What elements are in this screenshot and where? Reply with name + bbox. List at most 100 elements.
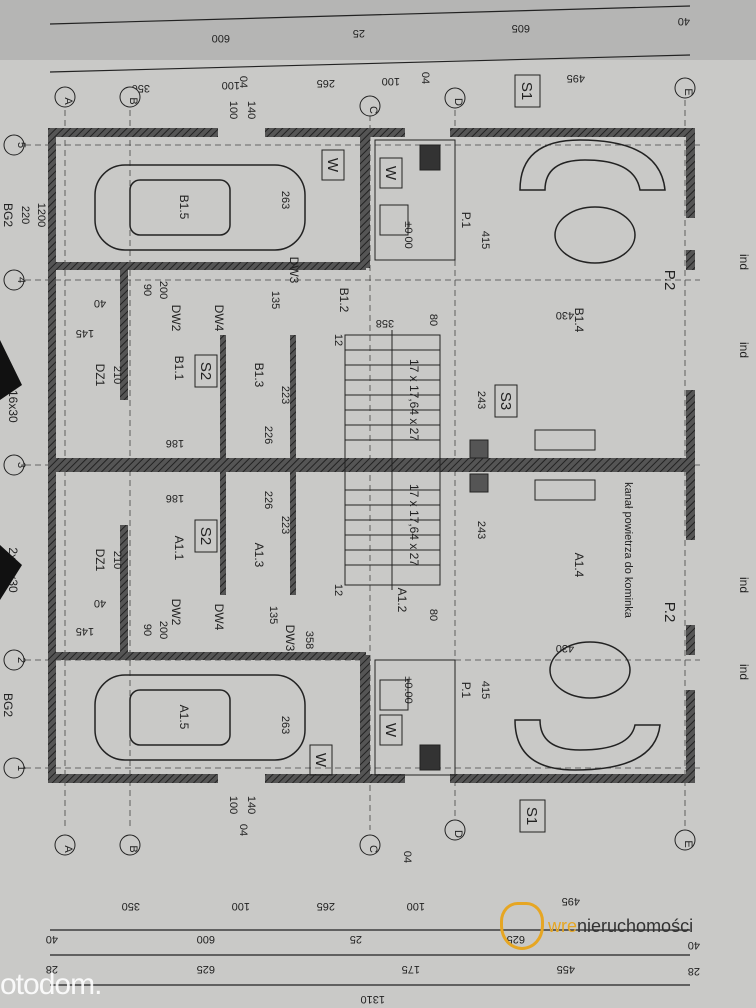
win-04-b: 04	[237, 76, 249, 88]
dim-bot-40b: 40	[688, 939, 700, 951]
tag-w-1: W	[324, 158, 341, 173]
sofa-a	[514, 641, 661, 771]
dim-bot-100a: 100	[232, 900, 250, 912]
tag-s2-b: S2	[197, 362, 214, 380]
d40-b: 40	[94, 297, 106, 309]
d220: 220	[19, 206, 31, 224]
axis-e-bottom: E	[682, 840, 694, 847]
dim-bot-25: 25	[350, 933, 362, 945]
room-a1-3: A1.3	[252, 543, 266, 568]
d263-a: 263	[279, 716, 291, 734]
tag-bg2-b: BG2	[1, 203, 15, 227]
kanal-note: kanał powietrza do kominka	[622, 482, 634, 619]
d186-a: 186	[166, 492, 184, 504]
dim-top-265: 265	[317, 77, 335, 89]
ind-1: ind	[737, 254, 751, 270]
win-04-c: 04	[419, 72, 431, 84]
tag-dw2-a: DW2	[169, 599, 183, 626]
d1200: 1200	[35, 203, 47, 227]
dim-top-600: 600	[212, 32, 230, 44]
tag-s2-a: S2	[197, 527, 214, 545]
room-b1-2: B1.2	[337, 288, 351, 313]
stairs-spec-b: 17 x 17,64 x 27	[407, 359, 421, 441]
d223-a: 223	[279, 516, 291, 534]
d415-b: 415	[479, 231, 491, 249]
d243-b: 243	[475, 391, 487, 409]
win-04-a: 04	[237, 824, 249, 836]
d135-a: 135	[267, 606, 279, 624]
tag-bg2-a: BG2	[1, 693, 15, 717]
d40-a: 40	[94, 597, 106, 609]
axis-row-1: 1	[15, 765, 27, 771]
d415-a: 415	[479, 681, 491, 699]
axis-d-top: D	[452, 98, 464, 106]
wre-watermark: wrenieruchomości	[500, 902, 693, 950]
d186-b: 186	[166, 437, 184, 449]
room-b1-1: B1.1	[172, 356, 186, 381]
d430-a: 430	[556, 642, 574, 654]
level-a: ±0.00	[402, 676, 414, 703]
axis-c-top: C	[367, 106, 379, 114]
d430-b: 430	[556, 309, 574, 321]
tag-dw4-b: DW4	[212, 305, 226, 332]
car-a	[94, 674, 306, 761]
axis-c-bottom: C	[367, 845, 379, 853]
tag-p1-a: P.1	[459, 682, 473, 699]
tag-p2-a: P.2	[661, 602, 678, 623]
axis-b-top: B	[127, 97, 139, 104]
otodom-watermark: otodom.	[0, 968, 102, 1001]
d358-a: 358	[303, 631, 315, 649]
ind-2: ind	[737, 342, 751, 358]
room-a1-5: A1.5	[177, 705, 191, 730]
axis-a-bottom: A	[62, 845, 74, 853]
tag-dw3-b: DW3	[287, 257, 301, 284]
dim-bot-600: 600	[197, 933, 215, 945]
dim-total: 1310	[361, 993, 385, 1005]
tag-s1-bottom: S1	[523, 807, 540, 825]
stairs-spec-a: 17 x 17,64 x 27	[407, 484, 421, 566]
d263-b: 263	[279, 191, 291, 209]
tag-p1-b: P.1	[459, 212, 473, 229]
d90-a: 90	[141, 624, 153, 636]
entrance-arrows	[0, 340, 22, 600]
wre-brand-text: wrenieruchomości	[548, 916, 693, 937]
d145-a: 145	[76, 625, 94, 637]
walls	[48, 128, 695, 783]
wre-brand-rest: nieruchomości	[577, 915, 694, 936]
tag-dw2-b: DW2	[169, 305, 183, 332]
tag-p2-b: P.2	[661, 270, 678, 291]
d226-a: 226	[262, 491, 274, 509]
tag-dw4-a: DW4	[212, 604, 226, 631]
d200-a: 200	[157, 621, 169, 639]
level-b: ±0.00	[402, 221, 414, 248]
tag-boxes	[194, 74, 546, 833]
room-a1-1: A1.1	[172, 536, 186, 561]
d80-b: 80	[427, 314, 439, 326]
dim-bot-28a: 28	[46, 963, 58, 975]
dim-bot-28b: 28	[688, 965, 700, 977]
d243-a: 243	[475, 521, 487, 539]
d226-b: 226	[262, 426, 274, 444]
axis-d-bottom: D	[452, 830, 464, 838]
car-b	[94, 164, 306, 251]
tag-s1-top: S1	[518, 82, 535, 100]
d12-a: 12	[332, 584, 344, 596]
win-140-a: 140	[245, 796, 257, 814]
dim-top-100a: 100	[222, 79, 240, 91]
axis-a-top: A	[62, 97, 74, 105]
axis-e-top: E	[682, 88, 694, 95]
tag-s3: S3	[497, 392, 514, 410]
dimension-lines	[49, 5, 691, 986]
dim-bot-350: 350	[122, 900, 140, 912]
tag-w-2: W	[382, 166, 399, 181]
dim-bot-495: 495	[562, 895, 580, 907]
tag-w-3: W	[312, 753, 329, 768]
win-100-b: 100	[227, 101, 239, 119]
d358-b: 358	[376, 317, 394, 329]
d210-a: 210	[111, 551, 123, 569]
ind-3: ind	[737, 577, 751, 593]
room-a1-2: A1.2	[395, 588, 409, 613]
dim-bot-100b: 100	[407, 900, 425, 912]
lion-logo-icon	[500, 902, 544, 950]
